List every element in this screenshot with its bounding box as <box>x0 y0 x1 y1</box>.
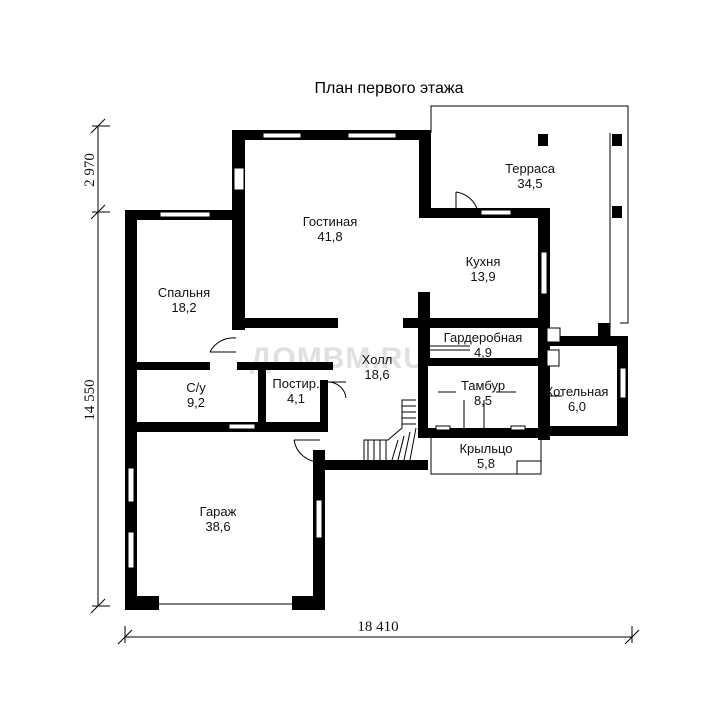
room-name: Котельная <box>546 384 609 399</box>
terrace-outline <box>430 105 629 336</box>
plan-title: План первого этажа <box>315 80 464 97</box>
room-name: Кухня <box>466 254 501 269</box>
room-hall: Холл 18,6 <box>362 352 393 382</box>
terrace-columns <box>538 134 622 336</box>
room-name: Крыльцо <box>459 441 512 456</box>
room-vestibule: Тамбур 8,5 <box>461 378 505 408</box>
room-name: Гардеробная <box>444 330 523 345</box>
room-area: 41,8 <box>317 229 342 244</box>
room-name: Гостиная <box>303 214 358 229</box>
room-bedroom: Спальня 18,2 <box>158 285 210 315</box>
room-name: Тамбур <box>461 378 505 393</box>
room-laundry: Постир. 4,1 <box>272 376 319 406</box>
watermark: ДОМВМ.RU <box>250 342 426 375</box>
dimension-width-total: 18 410 <box>357 619 398 635</box>
porch-outline <box>430 438 542 475</box>
room-area: 34,5 <box>517 176 542 191</box>
room-name: Гараж <box>200 504 237 519</box>
room-area: 6,0 <box>568 399 586 414</box>
room-living: Гостиная 41,8 <box>303 214 358 244</box>
dimension-height-total: 14 550 <box>82 379 98 420</box>
room-area: 4,1 <box>287 391 305 406</box>
dimension-height-upper: 2 970 <box>82 153 98 187</box>
doors <box>209 191 562 463</box>
windows <box>127 132 627 605</box>
room-area: 18,6 <box>364 367 389 382</box>
room-name: Терраса <box>505 161 556 176</box>
room-name: Спальня <box>158 285 210 300</box>
room-area: 13,9 <box>470 269 495 284</box>
room-name: Холл <box>362 352 393 367</box>
room-area: 5,8 <box>477 456 495 471</box>
room-kitchen: Кухня 13,9 <box>466 254 501 284</box>
room-area: 38,6 <box>205 519 230 534</box>
staircase <box>363 399 417 461</box>
room-porch: Крыльцо 5,8 <box>459 441 512 471</box>
room-wc: С/у 9,2 <box>186 380 206 410</box>
room-terrace: Терраса 34,5 <box>505 161 556 191</box>
dimension-lines <box>90 118 640 645</box>
room-area: 9,2 <box>187 395 205 410</box>
room-garage: Гараж 38,6 <box>200 504 237 534</box>
room-area: 4,9 <box>474 345 492 360</box>
room-wardrobe: Гардеробная 4,9 <box>444 330 523 360</box>
room-area: 8,5 <box>474 393 492 408</box>
room-area: 18,2 <box>171 300 196 315</box>
room-name: Постир. <box>272 376 319 391</box>
room-boiler: Котельная 6,0 <box>546 384 609 414</box>
room-name: С/у <box>186 380 206 395</box>
